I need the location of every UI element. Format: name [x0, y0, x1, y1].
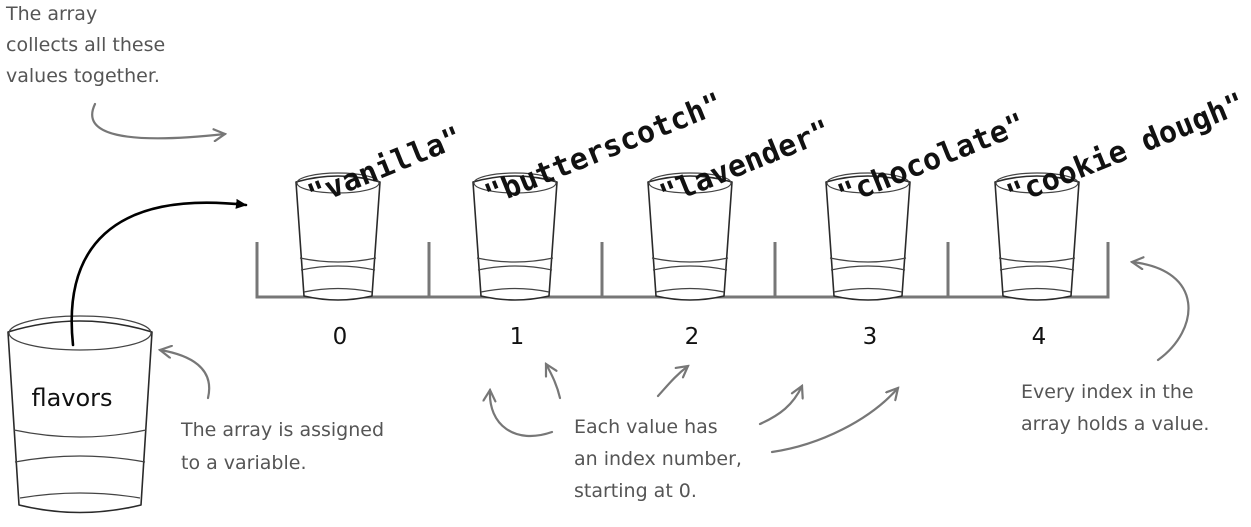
array-glass-4 — [994, 172, 1080, 301]
assigned-arrow — [160, 350, 211, 400]
svg-text:an index number,: an index number, — [574, 448, 742, 470]
note-index: Each value has an index number, starting… — [574, 416, 742, 502]
value-label-0: "vanilla" — [303, 120, 467, 213]
index-label-3: 3 — [863, 324, 878, 350]
note-holds: Every index in the array holds a value. — [1021, 381, 1209, 435]
note-collects: The array collects all these values toge… — [5, 3, 165, 87]
svg-text:starting at 0.: starting at 0. — [574, 480, 697, 502]
index-arrow-4 — [770, 388, 898, 454]
index-label-1: 1 — [510, 324, 525, 350]
variable-glass: flavors — [7, 315, 153, 514]
svg-text:Each value has: Each value has — [574, 416, 718, 438]
svg-text:Every index in the: Every index in the — [1021, 381, 1194, 403]
svg-text:array holds a value.: array holds a value. — [1021, 413, 1209, 435]
svg-text:collects all these: collects all these — [6, 34, 165, 56]
index-arrow-3 — [758, 386, 802, 426]
value-label-4: "cookie dough" — [1002, 86, 1250, 213]
array-glass-1 — [472, 172, 558, 301]
array-values: "vanilla""butterscotch""lavender""chocol… — [303, 86, 1250, 213]
index-arrow-2 — [656, 366, 688, 398]
index-arrow-1 — [546, 364, 562, 400]
svg-text:The array is assigned: The array is assigned — [180, 419, 384, 441]
collects-arrow — [91, 102, 225, 138]
array-glass-3 — [825, 172, 911, 301]
svg-text:values together.: values together. — [6, 65, 160, 87]
index-label-0: 0 — [333, 324, 348, 350]
array-indices: 0 1 2 3 4 — [333, 324, 1047, 350]
index-label-2: 2 — [685, 324, 700, 350]
array-glass-0 — [295, 172, 381, 301]
svg-text:The array: The array — [5, 3, 97, 25]
note-assigned: The array is assigned to a variable. — [180, 419, 384, 474]
assignment-arrow — [70, 198, 248, 347]
variable-name: flavors — [31, 384, 112, 412]
index-label-4: 4 — [1032, 324, 1047, 350]
svg-text:to a variable.: to a variable. — [181, 452, 307, 474]
holds-arrow — [1132, 262, 1190, 362]
array-glasses — [295, 172, 1080, 301]
array-glass-2 — [647, 172, 733, 301]
index-arrow-0 — [490, 390, 554, 438]
